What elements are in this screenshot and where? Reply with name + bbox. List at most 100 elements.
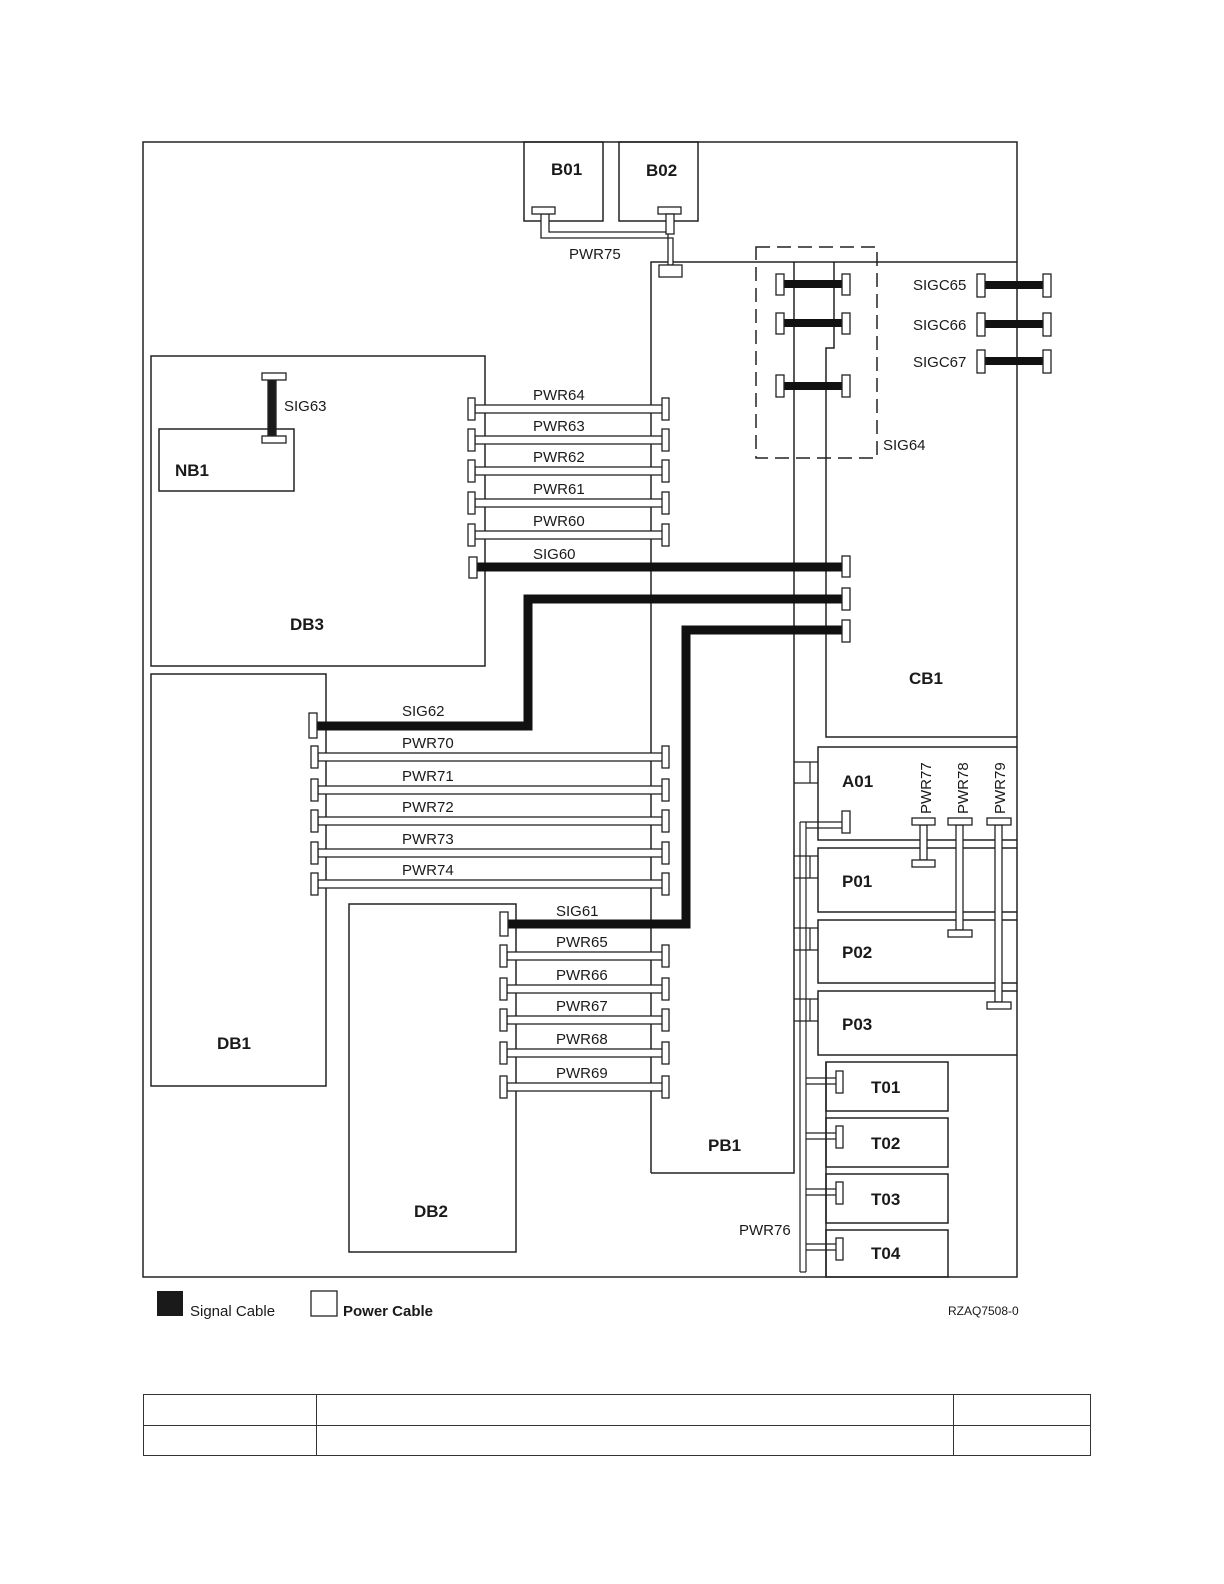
cable-connector [311,779,318,801]
power-cable-pwr62 [475,467,663,475]
cable-label-pwr63: PWR63 [533,418,585,435]
cb1-label: CB1 [909,669,943,688]
power-cable-pwr69 [507,1083,663,1091]
cable-label-pwr74: PWR74 [402,862,454,879]
cable-connector [662,492,669,514]
cable-connector [662,842,669,864]
table-cell [144,1395,317,1426]
power-cable-pwr60 [475,531,663,539]
power-cable-pwr74 [318,880,663,888]
power-cable-pwr64 [475,405,663,413]
table-row [144,1395,1091,1426]
db1-block [151,674,326,1086]
cable-connector [500,1076,507,1098]
t02-label: T02 [871,1134,900,1153]
t03-label: T03 [871,1190,900,1209]
signal-cable-legend: Signal Cable [190,1303,275,1320]
pwr75-label: PWR75 [569,246,621,263]
figure-id: RZAQ7508-0 [948,1304,1019,1318]
power-cable-pwr61 [475,499,663,507]
db1-label: DB1 [217,1034,251,1053]
power-cable-pwr65 [507,952,663,960]
cable-label-pwr73: PWR73 [402,831,454,848]
sig64-area [756,247,877,458]
cable-connector [468,492,475,514]
db3-label: DB3 [290,615,324,634]
cable-connector [662,460,669,482]
table-cell [954,1395,1091,1426]
pwr77-label: PWR77 [918,762,935,814]
t04-label: T04 [871,1244,901,1263]
cable-connector [468,524,475,546]
nb1-label: NB1 [175,461,209,480]
cable-connector [662,945,669,967]
cable-connector [311,810,318,832]
system-frame [143,142,1017,1277]
cable-label-pwr72: PWR72 [402,799,454,816]
cable-label-pwr67: PWR67 [556,998,608,1015]
pb1-label: PB1 [708,1136,741,1155]
power-cable-legend: Power Cable [343,1303,433,1320]
cable-connector [662,524,669,546]
power-cable-swatch [311,1291,337,1316]
power-cable-pwr68 [507,1049,663,1057]
table-cell [954,1425,1091,1456]
cable-connector [500,1009,507,1031]
cable-label-pwr70: PWR70 [402,735,454,752]
table-cell [144,1425,317,1456]
cable-connector [662,810,669,832]
cable-label-pwr68: PWR68 [556,1031,608,1048]
power-cable-pwr67 [507,1016,663,1024]
p03-label: P03 [842,1015,872,1034]
cable-label-pwr65: PWR65 [556,934,608,951]
cable-connector [311,842,318,864]
a01-label: A01 [842,772,873,791]
bottom-table [143,1394,1091,1456]
pwr79-label: PWR79 [992,762,1009,814]
sig62-label: SIG62 [402,703,445,720]
power-cable-pwr63 [475,436,663,444]
cable-label-pwr60: PWR60 [533,513,585,530]
sig60-label: SIG60 [533,546,576,563]
cable-label-pwr62: PWR62 [533,449,585,466]
cable-label-pwr64: PWR64 [533,387,585,404]
db2-block [349,904,516,1252]
sigc66-label: SIGC66 [913,317,966,334]
signal-cable-swatch [157,1291,183,1316]
t01-label: T01 [871,1078,900,1097]
power-cable-pwr71 [318,786,663,794]
p02-label: P02 [842,943,872,962]
table-cell [317,1425,954,1456]
cable-connector [662,1042,669,1064]
cable-connector [311,746,318,768]
db2-label: DB2 [414,1202,448,1221]
cable-label-pwr69: PWR69 [556,1065,608,1082]
cable-connector [500,945,507,967]
cable-connector [468,429,475,451]
cable-connector [662,746,669,768]
cable-connector [662,1076,669,1098]
sigc67-label: SIGC67 [913,354,966,371]
cable-connector [500,978,507,1000]
power-cable-pwr72 [318,817,663,825]
power-cable-pwr70 [318,753,663,761]
pb1-block [651,262,1017,1173]
sig63-label: SIG63 [284,398,327,415]
cable-connector [662,873,669,895]
cable-connector [662,1009,669,1031]
sig64-label: SIG64 [883,437,926,454]
cable-label-pwr71: PWR71 [402,768,454,785]
cable-label-pwr61: PWR61 [533,481,585,498]
cable-connector [662,978,669,1000]
cable-connector [311,873,318,895]
b02-label: B02 [646,161,677,180]
power-cable-pwr73 [318,849,663,857]
cable-connector [662,779,669,801]
sigc65-label: SIGC65 [913,277,966,294]
b01-label: B01 [551,160,582,179]
cable-connector [468,460,475,482]
table-row [144,1425,1091,1456]
sig61-label: SIG61 [556,903,599,920]
cable-connector [468,398,475,420]
